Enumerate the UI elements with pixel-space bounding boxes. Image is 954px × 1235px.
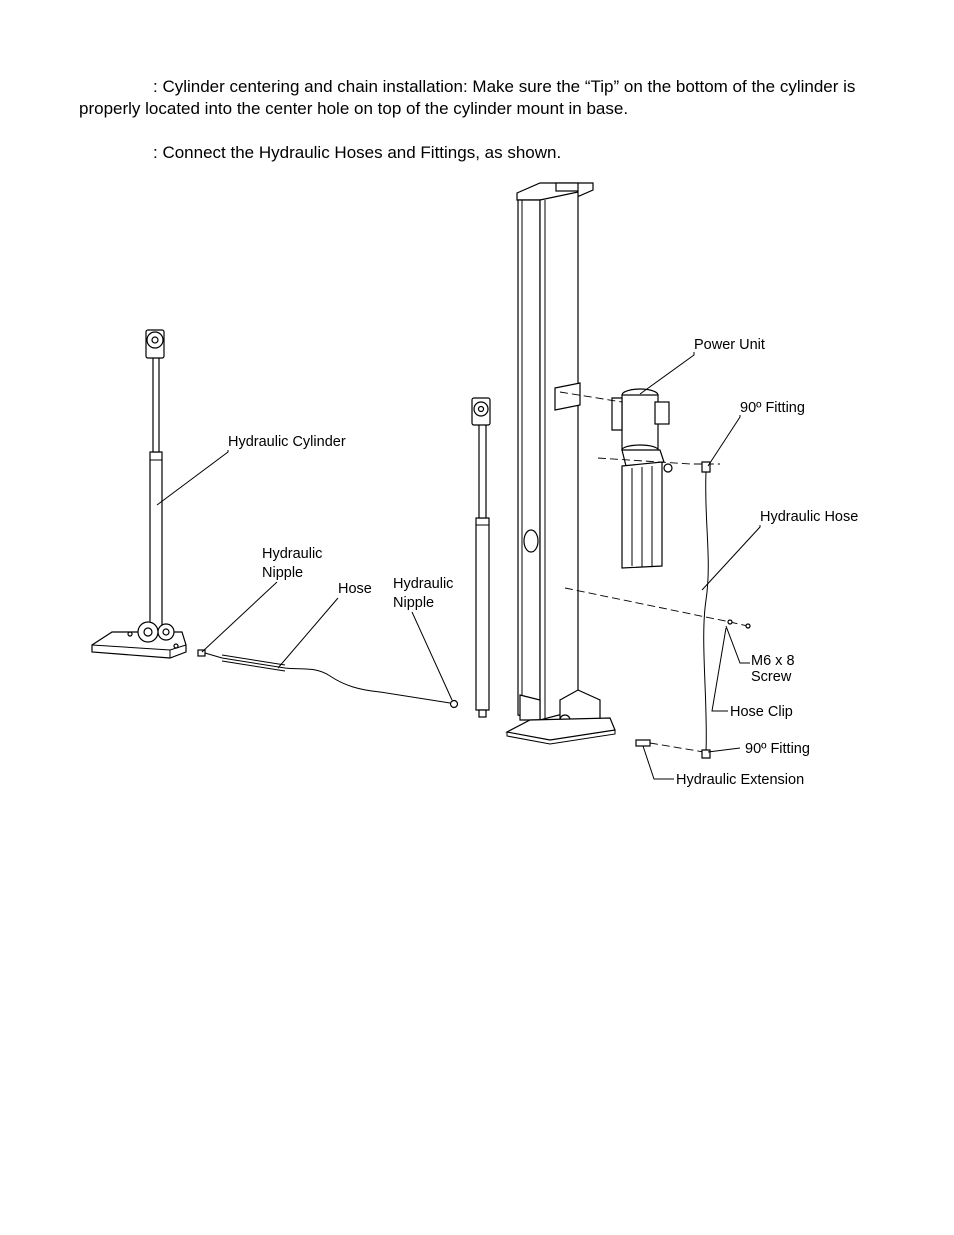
lift-column: [505, 182, 616, 745]
fitting-90-bottom: [701, 749, 711, 759]
left-cylinder-assembly: [91, 329, 187, 659]
instruction-step-2: : Connect the Hydraulic Hoses and Fittin…: [153, 143, 562, 162]
power-unit: [611, 388, 673, 569]
label-fitting-top: 90º Fitting: [740, 400, 805, 416]
instruction-step-1-text: : Cylinder centering and chain installat…: [79, 77, 856, 118]
right-hydraulic-nipple: [449, 699, 459, 709]
label-screw-1: M6 x 8: [751, 653, 795, 669]
hydraulic-extension: [635, 739, 705, 753]
hydraulic-hose-long: [703, 471, 709, 753]
label-hydraulic-nipple-left-1: Hydraulic: [262, 546, 322, 562]
label-hydraulic-nipple-right-1: Hydraulic: [393, 576, 453, 592]
label-hydraulic-nipple-right-2: Nipple: [393, 595, 434, 611]
label-hydraulic-hose: Hydraulic Hose: [760, 509, 858, 525]
middle-cylinder: [471, 397, 491, 718]
callout-leaders: [156, 352, 761, 780]
label-hydraulic-cylinder: Hydraulic Cylinder: [228, 434, 346, 450]
label-hose-clip: Hose Clip: [730, 704, 793, 720]
label-power-unit: Power Unit: [694, 337, 765, 353]
label-screw-2: Screw: [751, 669, 792, 685]
screw-guide-line: [564, 587, 749, 627]
connecting-hose: [221, 657, 451, 704]
hose-clip: [727, 619, 733, 625]
label-fitting-bottom: 90º Fitting: [745, 741, 810, 757]
label-hydraulic-extension: Hydraulic Extension: [676, 772, 804, 788]
left-hydraulic-nipple: [197, 649, 223, 659]
label-hose: Hose: [338, 581, 372, 597]
instruction-step-1: : Cylinder centering and chain installat…: [79, 76, 879, 120]
fitting-90-top: [701, 461, 711, 473]
m6-screw: [745, 623, 751, 629]
label-hydraulic-nipple-left-2: Nipple: [262, 565, 303, 581]
mount-guide-line: [559, 391, 623, 403]
